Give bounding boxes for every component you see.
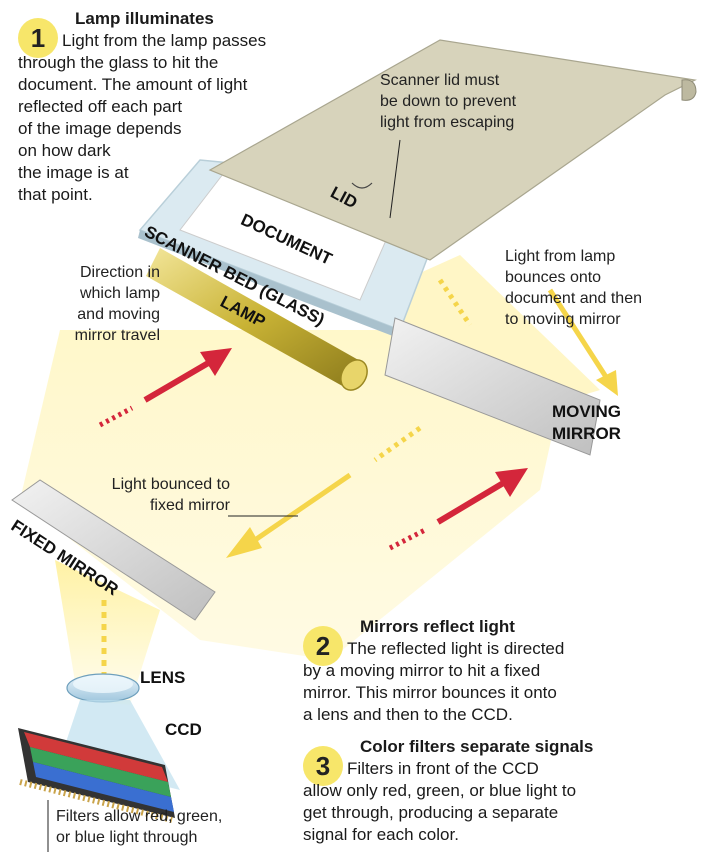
fixed-note: Light bounced to fixed mirror <box>70 474 230 516</box>
moving-mirror-label: MOVING MIRROR <box>552 401 621 445</box>
bounce-note-line: document and then <box>505 290 642 307</box>
step1-line: reflected off each part <box>18 97 183 116</box>
lens <box>66 673 140 703</box>
bounce-note-line: to moving mirror <box>505 311 621 328</box>
direction-note-line: mirror travel <box>74 327 160 344</box>
travel-arrow-lower <box>388 468 528 551</box>
ccd-label: CCD <box>165 720 202 739</box>
leader-lid <box>389 139 401 219</box>
moving-mirror-label-line: MOVING <box>552 402 621 421</box>
lid-note-line: be down to prevent <box>380 93 517 110</box>
scanner-lid <box>208 39 697 261</box>
bounce-note-line: Light from lamp <box>505 248 616 265</box>
bounce-note: Light from lamp bounces onto document an… <box>505 246 642 330</box>
lens-label: LENS <box>140 668 186 687</box>
step2-title: Mirrors reflect light <box>360 617 515 636</box>
step3-badge: 3 <box>303 746 343 786</box>
direction-note-line: which lamp <box>79 285 160 302</box>
moving-mirror <box>384 317 601 456</box>
step1-line: the image is at <box>18 163 129 182</box>
direction-note: Direction in which lamp and moving mirro… <box>30 262 160 346</box>
light-beam-lens <box>55 560 160 705</box>
step1-title: Lamp illuminates <box>75 9 214 28</box>
filters-note: Filters allow red, green, or blue light … <box>56 806 222 848</box>
fixed-note-line: fixed mirror <box>149 497 230 514</box>
ccd-chip <box>18 728 175 823</box>
step3-body: Filters in front of the CCD allow only r… <box>303 758 576 846</box>
direction-note-line: Direction in <box>79 264 160 281</box>
step1-badge: 1 <box>18 18 58 58</box>
step1-line: of the image depends <box>18 119 182 138</box>
light-arrow-to-fixed-mirror <box>226 425 422 558</box>
step1-line: document. The amount of light <box>18 75 248 94</box>
step2-line: mirror. This mirror bounces it onto <box>303 683 557 702</box>
filters-note-line: Filters allow red, green, <box>56 808 223 825</box>
fixed-note-line: Light bounced to <box>111 476 230 493</box>
step1-body: Light from the lamp passes through the g… <box>18 30 266 206</box>
lid-note-line: Scanner lid must <box>380 72 500 89</box>
step1-line: on how dark <box>18 141 111 160</box>
step2-badge: 2 <box>303 626 343 666</box>
bounce-note-line: bounces onto <box>505 269 602 286</box>
filters-note-line: or blue light through <box>56 829 198 846</box>
step1-line: through the glass to hit the <box>18 53 219 72</box>
lamp <box>146 248 368 391</box>
lid-notch <box>351 182 373 189</box>
direction-note-line: and moving <box>77 306 160 323</box>
step2-body: The reflected light is directed by a mov… <box>303 638 564 726</box>
lid-note-line: light from escaping <box>380 114 515 131</box>
step3-title: Color filters separate signals <box>360 737 594 756</box>
step3-line: Filters in front of the CCD <box>347 759 539 778</box>
step3-line: signal for each color. <box>303 825 459 844</box>
fixed-mirror <box>11 479 216 621</box>
step3-line: allow only red, green, or blue light to <box>303 781 577 800</box>
step1-line: Light from the lamp passes <box>62 31 267 50</box>
step2-line: a lens and then to the CCD. <box>303 705 513 724</box>
step2-line: The reflected light is directed <box>347 639 565 658</box>
lid-note: Scanner lid must be down to prevent ligh… <box>380 70 516 133</box>
step2-line: by a moving mirror to hit a fixed <box>303 661 541 680</box>
moving-mirror-label-line: MIRROR <box>552 424 621 443</box>
travel-arrow-upper <box>98 348 232 428</box>
step1-line: that point. <box>18 185 93 204</box>
step3-line: get through, producing a separate <box>303 803 559 822</box>
light-arrow-to-moving-mirror <box>437 278 618 396</box>
